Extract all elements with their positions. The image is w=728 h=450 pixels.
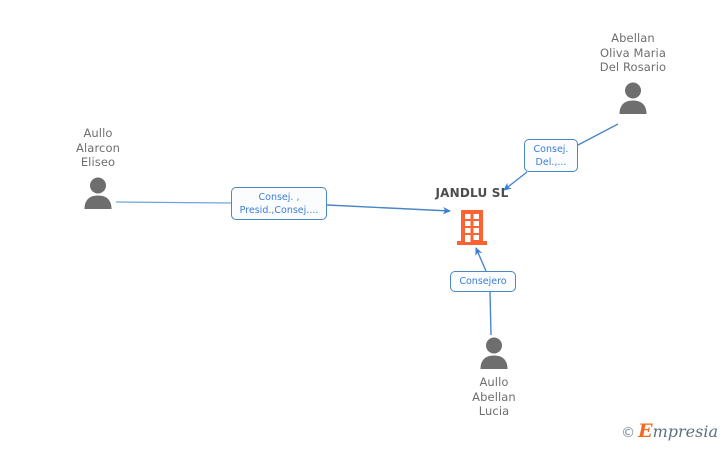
copyright-icon: © xyxy=(621,425,636,441)
edge-lucia-upper xyxy=(475,247,487,272)
company-node-jandlu-sl[interactable]: JANDLU SL xyxy=(416,186,528,252)
edge-lucia-lower xyxy=(489,291,492,336)
person-label: Aullo Alarcon Eliseo xyxy=(76,126,120,169)
edge-maria-lower xyxy=(503,171,528,191)
edge-eliseo-left xyxy=(115,201,232,204)
person-node-abellan-oliva-maria-del-rosario[interactable]: Abellan Oliva Maria Del Rosario xyxy=(573,31,693,115)
person-label: Aullo Abellan Lucia xyxy=(472,375,516,418)
empresia-watermark: © E mpresia xyxy=(621,422,718,441)
person-avatar-icon xyxy=(84,177,112,209)
person-node-aullo-alarcon-eliseo[interactable]: Aullo Alarcon Eliseo xyxy=(38,126,158,210)
company-building-icon xyxy=(457,210,487,245)
person-node-aullo-abellan-lucia[interactable]: Aullo Abellan Lucia xyxy=(434,336,554,419)
relation-label-lucia[interactable]: Consejero xyxy=(450,271,516,292)
edge-maria-upper xyxy=(577,123,619,146)
relation-label-maria[interactable]: Consej. Del.,... xyxy=(524,139,578,172)
company-name-label: JANDLU SL xyxy=(435,186,509,200)
person-avatar-icon xyxy=(619,82,647,114)
relation-label-eliseo[interactable]: Consej. , Presid.,Consej.... xyxy=(231,187,327,220)
person-avatar-icon xyxy=(480,337,508,369)
edge-eliseo-right xyxy=(326,204,451,215)
brand-name: mpresia xyxy=(652,422,718,441)
brand-initial: E xyxy=(638,420,653,442)
person-label: Abellan Oliva Maria Del Rosario xyxy=(599,31,667,74)
